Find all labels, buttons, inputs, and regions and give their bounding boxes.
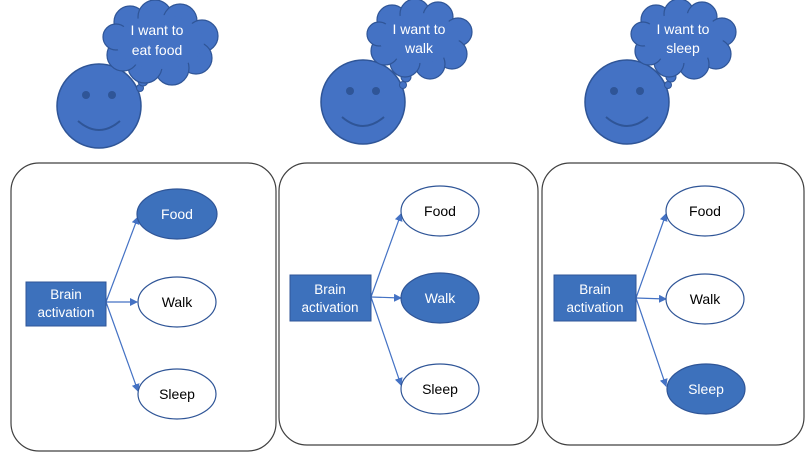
arrow-to-food bbox=[105, 216, 140, 303]
food-node bbox=[136, 188, 218, 240]
thought-text-line-2: sleep bbox=[666, 40, 700, 56]
brain-activation-box bbox=[289, 274, 372, 322]
arrow-to-sleep bbox=[635, 297, 668, 387]
walk-node bbox=[400, 272, 480, 324]
sleep-label: Sleep bbox=[688, 381, 724, 397]
food-node bbox=[665, 185, 745, 237]
arrow-to-sleep bbox=[105, 301, 140, 392]
walk-node bbox=[665, 273, 745, 325]
brain-activation-line-1: Brain bbox=[314, 282, 346, 297]
arrow-to-walk bbox=[370, 293, 402, 302]
sleep-node bbox=[666, 363, 746, 415]
panel-3: I want to sleep Brain activation Food Wa… bbox=[541, 0, 805, 446]
arrow-to-sleep bbox=[370, 296, 403, 386]
thought-cloud-icon bbox=[630, 0, 737, 89]
smiley-face-icon bbox=[584, 59, 670, 145]
brain-activation-box bbox=[553, 274, 637, 322]
arrow-to-food bbox=[370, 213, 403, 298]
walk-node bbox=[137, 276, 217, 328]
brain-activation-line-2: activation bbox=[37, 305, 94, 320]
food-node bbox=[400, 185, 480, 237]
food-label: Food bbox=[424, 203, 456, 219]
thought-cloud-icon bbox=[102, 0, 219, 92]
walk-label: Walk bbox=[425, 290, 457, 306]
thought-text-line-2: eat food bbox=[132, 42, 183, 58]
connector-arrows bbox=[105, 216, 140, 392]
food-label: Food bbox=[689, 203, 721, 219]
arrow-to-walk bbox=[635, 294, 667, 303]
sleep-label: Sleep bbox=[159, 386, 195, 402]
connector-arrows bbox=[635, 213, 668, 387]
food-label: Food bbox=[161, 206, 193, 222]
thought-text-line-2: walk bbox=[404, 40, 434, 56]
sleep-node bbox=[137, 368, 217, 420]
connector-arrows bbox=[370, 213, 403, 386]
brain-activation-line-1: Brain bbox=[50, 287, 82, 302]
sleep-node bbox=[400, 363, 480, 415]
panel-2: I want to walk Brain activation Food Wal… bbox=[278, 0, 539, 446]
thought-cloud-icon bbox=[366, 0, 473, 89]
sleep-label: Sleep bbox=[422, 381, 458, 397]
brain-activation-line-2: activation bbox=[301, 300, 358, 315]
panel-1: I want to eat food Brain activation Food… bbox=[10, 0, 277, 452]
thought-text-line-1: I want to bbox=[657, 21, 710, 37]
thought-text-line-1: I want to bbox=[393, 21, 446, 37]
thought-text-line-1: I want to bbox=[131, 22, 184, 38]
arrow-to-food bbox=[635, 213, 668, 299]
smiley-face-icon bbox=[320, 59, 406, 145]
brain-activation-line-2: activation bbox=[566, 300, 623, 315]
brain-activation-line-1: Brain bbox=[579, 282, 611, 297]
smiley-face-icon bbox=[56, 63, 142, 149]
walk-label: Walk bbox=[690, 291, 722, 307]
walk-label: Walk bbox=[162, 294, 194, 310]
brain-activation-box bbox=[25, 281, 107, 327]
